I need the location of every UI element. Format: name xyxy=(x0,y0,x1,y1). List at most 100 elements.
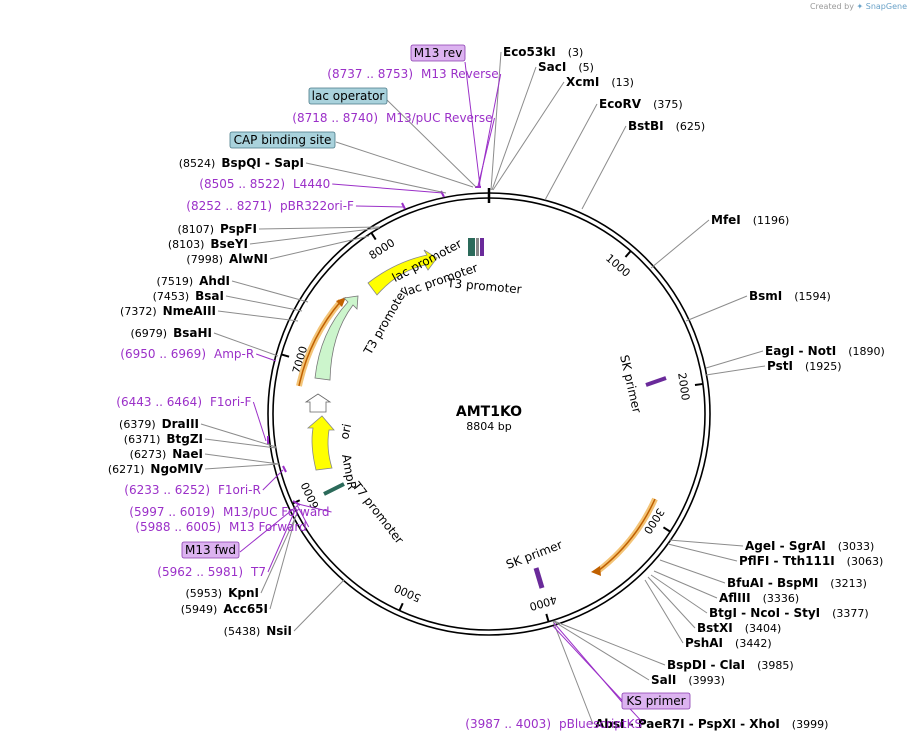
primer-site-m13-puc-forward[interactable]: (5997 .. 6019)M13/pUC Forward xyxy=(129,505,329,519)
enzyme-position: (7453) xyxy=(153,290,190,303)
enzyme-eco53ki[interactable]: Eco53kI (3) xyxy=(503,45,583,59)
primer-range: (6233 .. 6252) xyxy=(124,483,210,497)
feature-ampr[interactable]: T3 promoter xyxy=(314,285,410,381)
feature-lac-cluster[interactable]: lac promoter xyxy=(468,238,484,256)
enzyme-name: BtgZI xyxy=(166,432,203,446)
enzyme-line-nmeaiii xyxy=(217,310,299,322)
enzyme-btgi[interactable]: BtgI - NcoI - StyI(3377) xyxy=(709,606,869,620)
feature-t7-promoter[interactable]: T7 promoter xyxy=(323,478,407,547)
enzyme-naei[interactable]: NaeI(6273) xyxy=(130,447,203,461)
primer-site-t7[interactable]: (5962 .. 5981)T7 xyxy=(157,565,266,579)
enzyme-mfei[interactable]: MfeI(1196) xyxy=(711,213,789,227)
enzyme-pshai[interactable]: PshAI(3442) xyxy=(685,636,772,650)
enzyme-acc65i[interactable]: Acc65I(5949) xyxy=(181,602,268,616)
primer-site-pbr322ori-f[interactable]: (8252 .. 8271)pBR322ori-F xyxy=(186,199,354,213)
enzyme-absi[interactable]: AbsI - PaeR7I - PspXI - XhoI(3999) xyxy=(595,717,828,731)
enzyme-position: (6979) xyxy=(131,327,168,340)
enzyme-agei[interactable]: AgeI - SgrAI(3033) xyxy=(745,539,874,553)
enzyme-line-ahdi xyxy=(231,280,309,303)
enzyme-psti[interactable]: PstI(1925) xyxy=(767,359,842,373)
enzyme-nmeaiii[interactable]: NmeAIII(7372) xyxy=(120,304,216,318)
feature-sk-primer-right[interactable]: SK primer xyxy=(617,354,667,415)
tick-mark xyxy=(281,353,290,358)
enzyme-bsmi[interactable]: BsmI(1594) xyxy=(749,289,831,303)
enzyme-ngomiv[interactable]: NgoMIV(6271) xyxy=(108,462,204,476)
enzyme-line-nsii xyxy=(293,579,345,632)
enzyme-name: Eco53kI xyxy=(503,45,556,59)
primer-site-f1ori-f[interactable]: (6443 .. 6464)F1ori-F xyxy=(116,395,251,409)
enzyme-sali[interactable]: SalI(3993) xyxy=(651,673,725,687)
enzyme-alwni[interactable]: AlwNI(7998) xyxy=(186,252,268,266)
enzyme-name: KpnI xyxy=(228,586,259,600)
enzyme-position: (6379) xyxy=(119,418,156,431)
enzyme-kpni[interactable]: KpnI(5953) xyxy=(186,586,259,600)
enzyme-line-btgi xyxy=(650,574,708,614)
primer-site-amp-r[interactable]: (6950 .. 6969)Amp-R xyxy=(120,347,254,361)
enzyme-line-bfuai xyxy=(659,559,726,584)
boxed-label-cap-binding-site[interactable]: CAP binding site xyxy=(229,131,336,149)
primer-name: M13/pUC Forward xyxy=(223,505,330,519)
feature-f1-ori[interactable]: AmpR xyxy=(306,415,359,491)
primer-site-m13-reverse[interactable]: (8737 .. 8753)M13 Reverse xyxy=(327,67,498,81)
enzyme-btgzi[interactable]: BtgZI(6371) xyxy=(124,432,203,446)
boxed-label-lac-operator[interactable]: lac operator xyxy=(308,87,388,105)
primer-site-m13-forward[interactable]: (5988 .. 6005)M13 Forward xyxy=(135,520,306,534)
enzyme-name: DraIII xyxy=(162,417,199,431)
tick-mark xyxy=(370,232,377,241)
enzyme-ahdi[interactable]: AhdI(7519) xyxy=(157,274,230,288)
t7-promoter-label: T7 promoter xyxy=(349,478,407,546)
primer-name: F1ori-F xyxy=(210,395,251,409)
enzyme-pflfi[interactable]: PflFI - Tth111I(3063) xyxy=(739,554,883,568)
enzyme-position: (3) xyxy=(568,46,584,59)
enzyme-line-bstbi xyxy=(581,125,627,210)
f1-ori-label: AmpR xyxy=(339,453,359,491)
label-text: KS primer xyxy=(626,694,685,708)
enzyme-bsahi[interactable]: BsaHI(6979) xyxy=(131,326,212,340)
tick-label: 4000 xyxy=(528,593,558,613)
label-box xyxy=(181,541,240,559)
primer-line-f1ori-f xyxy=(252,401,267,442)
primer-site-l4440[interactable]: (8505 .. 8522)L4440 xyxy=(199,177,330,191)
enzyme-ecorv[interactable]: EcoRV(375) xyxy=(599,97,683,111)
tick-label: 5000 xyxy=(392,581,423,604)
enzyme-position: (8107) xyxy=(177,223,214,236)
enzyme-draiii[interactable]: DraIII (6379) xyxy=(119,417,199,431)
feature-ampr-promoter[interactable]: ori xyxy=(304,393,354,441)
boxed-label-ks-primer[interactable]: KS primer xyxy=(621,692,691,710)
primer-name: L4440 xyxy=(293,177,330,191)
enzyme-nsii[interactable]: NsiI(5438) xyxy=(224,624,292,638)
enzyme-position: (3033) xyxy=(838,540,875,553)
tick-mark xyxy=(694,382,704,387)
enzyme-saci[interactable]: SacI(5) xyxy=(538,60,594,74)
enzyme-bspqi[interactable]: BspQI - SapI(8524) xyxy=(179,156,304,170)
enzyme-name: AlwNI xyxy=(229,252,268,266)
boxed-label-m13-fwd[interactable]: M13 fwd xyxy=(181,541,240,559)
enzyme-eagi[interactable]: EagI - NotI(1890) xyxy=(765,344,885,358)
enzyme-line-pshai xyxy=(644,579,684,644)
boxed-label-m13-rev[interactable]: M13 rev xyxy=(410,44,466,62)
enzyme-bspdi[interactable]: BspDI - ClaI(3985) xyxy=(667,658,794,672)
primer-range: (8252 .. 8271) xyxy=(186,199,272,213)
primer-site-f1ori-r[interactable]: (6233 .. 6252)F1ori-R xyxy=(124,483,261,497)
boxed-line-m13-rev xyxy=(464,61,481,187)
enzyme-position: (5949) xyxy=(181,603,218,616)
enzyme-bfuai[interactable]: BfuAI - BspMI(3213) xyxy=(727,576,867,590)
enzyme-bstbi[interactable]: BstBI(625) xyxy=(628,119,705,133)
credit-prefix: Created by xyxy=(809,2,854,11)
orange-arc-left-core xyxy=(298,300,342,387)
plasmid-name: AMT1KO xyxy=(456,404,522,420)
enzyme-xcmi[interactable]: XcmI(13) xyxy=(566,75,634,89)
tick-mark xyxy=(624,250,632,258)
enzyme-aflii[interactable]: AflIII(3336) xyxy=(719,591,799,605)
feature-sk-primer-bottom[interactable]: SK primer xyxy=(504,537,564,589)
enzyme-pspfi[interactable]: PspFI(8107) xyxy=(177,222,257,236)
enzyme-name: PstI xyxy=(767,359,793,373)
enzyme-bsai[interactable]: BsaI(7453) xyxy=(153,289,224,303)
boxed-line-lac-operator xyxy=(386,99,477,188)
primer-range: (3987 .. 4003) xyxy=(465,717,551,731)
enzyme-bstxi[interactable]: BstXI(3404) xyxy=(697,621,781,635)
enzyme-line-bsai xyxy=(225,295,303,312)
primer-site-pbluescriptks[interactable]: (3987 .. 4003)pBluescriptKS xyxy=(465,717,642,731)
primer-site-m13-puc-reverse[interactable]: (8718 .. 8740)M13/pUC Reverse xyxy=(292,111,492,125)
enzyme-bseyi[interactable]: BseYI(8103) xyxy=(168,237,248,251)
